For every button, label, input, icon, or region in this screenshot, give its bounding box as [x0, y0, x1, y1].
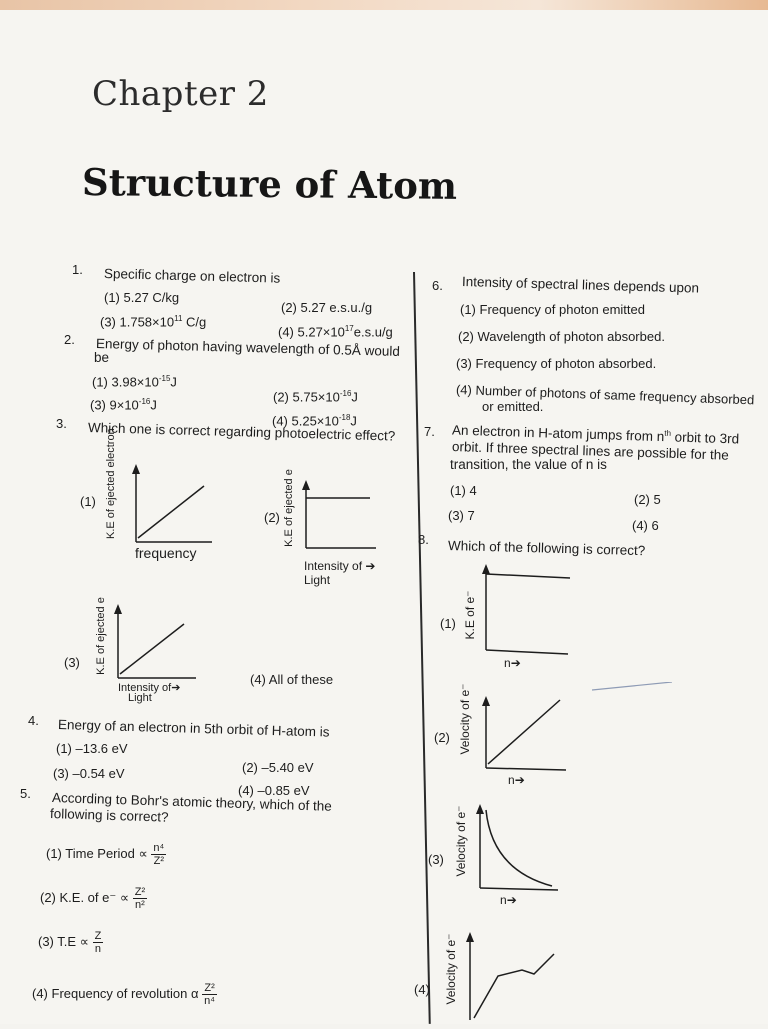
q3-graph-3 — [108, 600, 208, 695]
q4-number: 4. — [28, 713, 39, 728]
q8-graph-3-y-label: Velocity of e⁻ — [454, 805, 468, 877]
q8-graph-1 — [476, 558, 576, 663]
q8-graph-2-y-label: Velocity of e⁻ — [458, 683, 472, 755]
q1-option-3[interactable]: (3) 1.758×1011 C/g — [100, 314, 207, 330]
q5-number: 5. — [20, 786, 31, 801]
q3-graph-2-label[interactable]: (2) — [264, 510, 280, 525]
q8-graph-2 — [476, 688, 576, 783]
q8-graph-1-label[interactable]: (1) — [440, 616, 456, 631]
q8-graph-4 — [460, 924, 570, 1029]
q3-option-4[interactable]: (4) All of these — [250, 672, 334, 687]
q8-graph-4-label[interactable]: (4) — [414, 982, 430, 997]
q7-option-2[interactable]: (2) 5 — [634, 492, 661, 507]
q7-number: 7. — [424, 424, 435, 439]
q2-option-4[interactable]: (4) 5.25×10-18J — [272, 413, 357, 429]
q8-graph-2-x-label: n➔ — [508, 773, 525, 787]
pen-mark — [592, 682, 672, 691]
q2-option-2[interactable]: (2) 5.75×10-16J — [273, 389, 358, 405]
q3-graph-2-y-label: K.E of ejected e — [283, 469, 295, 547]
q6-option-4-line-2: or emitted. — [482, 399, 544, 414]
q2-option-1[interactable]: (1) 3.98×10-15J — [92, 374, 177, 390]
q8-graph-3-x-label: n➔ — [500, 893, 517, 907]
q3-graph-3-x-label-line-2: Light — [128, 692, 152, 704]
q7-option-1[interactable]: (1) 4 — [450, 483, 477, 498]
q3-graph-3-x-label: Intensity of➔ — [118, 682, 181, 694]
q3-graph-1-y-label: K.E of ejected electron — [105, 428, 117, 539]
textbook-page — [0, 10, 768, 1024]
q1-number: 1. — [72, 262, 83, 277]
chapter-heading: Chapter 2 — [92, 74, 269, 114]
q3-graph-1 — [100, 460, 220, 565]
q6-option-3[interactable]: (3) Frequency of photon absorbed. — [456, 356, 657, 371]
q2-option-3[interactable]: (3) 9×10-16J — [90, 397, 157, 413]
q4-option-4[interactable]: (4) –0.85 eV — [238, 783, 310, 798]
q3-graph-2 — [296, 478, 386, 563]
q4-option-2[interactable]: (2) –5.40 eV — [242, 760, 314, 775]
q4-option-1[interactable]: (1) –13.6 eV — [56, 741, 128, 756]
q8-graph-1-y-label: K.E of e⁻ — [463, 590, 477, 640]
q8-graph-3 — [470, 796, 570, 901]
q7-option-4[interactable]: (4) 6 — [632, 518, 659, 533]
q6-option-1[interactable]: (1) Frequency of photon emitted — [460, 302, 645, 317]
q1-option-2[interactable]: (2) 5.27 e.s.u./g — [281, 300, 373, 315]
q3-graph-1-x-label: frequency — [135, 545, 197, 561]
q8-graph-2-label[interactable]: (2) — [434, 730, 450, 745]
q3-graph-1-label[interactable]: (1) — [80, 494, 96, 509]
q6-number: 6. — [432, 278, 443, 293]
q3-number: 3. — [56, 416, 67, 431]
q1-option-1[interactable]: (1) 5.27 C/kg — [104, 290, 180, 305]
q7-text-line-3: transition, the value of n is — [450, 457, 607, 472]
q7-option-3[interactable]: (3) 7 — [448, 508, 475, 523]
q2-text-line-2: be — [94, 350, 110, 365]
q8-graph-4-y-label: Velocity of e⁻ — [444, 933, 458, 1005]
page-title: Structure of Atom — [81, 160, 458, 208]
q8-graph-1-x-label: n➔ — [504, 656, 521, 670]
q6-option-2[interactable]: (2) Wavelength of photon absorbed. — [458, 329, 665, 344]
q3-graph-3-y-label: K.E of ejected e — [95, 597, 107, 675]
q2-number: 2. — [64, 332, 75, 347]
q1-option-4[interactable]: (4) 5.27×1017e.s.u/g — [278, 324, 393, 340]
q4-option-3[interactable]: (3) –0.54 eV — [53, 766, 125, 781]
q3-graph-3-label[interactable]: (3) — [64, 655, 80, 670]
q3-graph-2-x-label: Intensity of ➔ — [304, 559, 376, 573]
q8-graph-3-label[interactable]: (3) — [428, 852, 444, 867]
q3-graph-2-x-label-line-2: Light — [304, 573, 331, 587]
q8-number: 8. — [418, 532, 429, 547]
